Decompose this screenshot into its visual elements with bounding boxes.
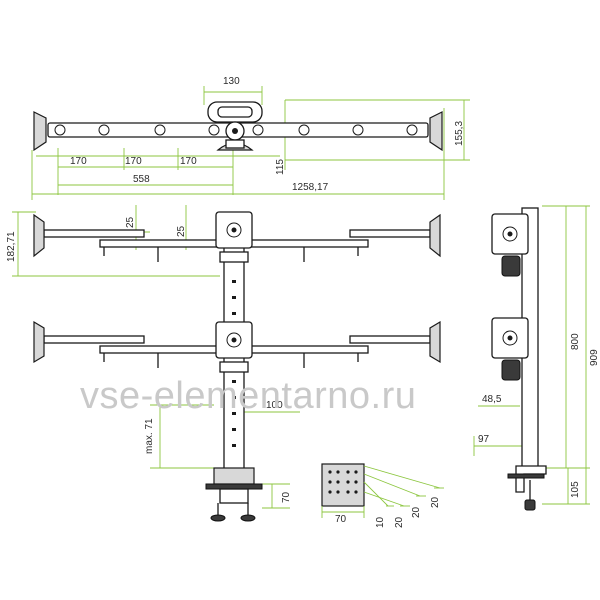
side-upper-tilt-joint — [501, 255, 521, 277]
side-lower-tilt-joint — [501, 359, 521, 381]
front-view: 182,71 25 25 100 max. 71 70 — [6, 205, 441, 522]
dim-1258-17: 1258,17 — [292, 182, 329, 193]
dim-plate-70: 70 — [335, 514, 347, 525]
upper-right-inner-arm — [247, 239, 369, 248]
lower-pole-collar — [219, 361, 249, 373]
mounting-plate-view: 70 10 20 20 20 — [321, 463, 444, 528]
dim-115: 115 — [275, 159, 286, 175]
dim-170-c: 170 — [180, 156, 197, 167]
plate-dimension-lines — [321, 465, 444, 518]
top-pole-neck — [225, 139, 245, 149]
upper-pole-collar — [219, 251, 249, 263]
top-right-vesa-plate — [429, 111, 443, 152]
clamp-lower-jaw — [219, 488, 249, 504]
mounting-plate — [321, 463, 365, 507]
side-clamp-knob — [524, 499, 536, 511]
side-clamp-body — [515, 465, 547, 493]
clamp-knob-left — [210, 514, 226, 522]
dim-25-a: 25 — [125, 216, 136, 228]
upper-right-outer-arm — [349, 229, 431, 238]
dim-558: 558 — [133, 174, 150, 185]
top-joints — [54, 124, 418, 136]
dim-25-b: 25 — [176, 225, 187, 237]
dim-182-71: 182,71 — [6, 231, 17, 262]
top-hub-slot — [217, 106, 253, 118]
dim-155-3: 155,3 — [454, 121, 465, 146]
lower-left-outer-arm — [43, 335, 145, 344]
side-clamp-desk — [507, 473, 545, 479]
front-pole-slots — [232, 280, 236, 447]
front-upper-arms — [33, 213, 441, 262]
side-dimension-lines — [473, 205, 590, 505]
upper-left-inner-arm — [99, 239, 221, 248]
dim-130: 130 — [223, 76, 240, 87]
dim-max-71: max. 71 — [144, 418, 155, 454]
dim-70-clamp: 70 — [281, 491, 292, 503]
dim-800: 800 — [570, 333, 581, 350]
dim-plate-20-c: 20 — [430, 496, 441, 508]
dim-170-b: 170 — [125, 156, 142, 167]
watermark-text: vse-elementarno.ru — [80, 375, 416, 417]
dim-plate-20-b: 20 — [411, 506, 422, 518]
dim-170-a: 170 — [70, 156, 87, 167]
top-view: 130 155,3 115 170 170 170 558 1258,17 — [31, 76, 470, 200]
upper-left-outer-arm — [43, 229, 145, 238]
dim-48-5: 48,5 — [482, 394, 502, 405]
lower-left-inner-arm — [99, 345, 221, 354]
side-view: 800 909 105 48,5 97 — [473, 205, 600, 511]
mounting-plate-holes — [328, 470, 358, 494]
upper-right-vesa-plate — [429, 213, 441, 258]
dim-100: 100 — [266, 400, 283, 411]
clamp-knob-right — [240, 514, 256, 522]
lower-right-inner-arm — [247, 345, 369, 354]
lower-right-vesa-plate — [429, 320, 441, 364]
lower-right-outer-arm — [349, 335, 431, 344]
lower-left-vesa-plate — [33, 320, 45, 364]
clamp-top-block — [213, 467, 255, 485]
dim-plate-20-a: 20 — [394, 516, 405, 528]
dim-97: 97 — [478, 434, 490, 445]
front-dimension-lines — [12, 205, 300, 509]
upper-left-vesa-plate — [33, 213, 45, 258]
dim-105: 105 — [570, 481, 581, 498]
top-left-vesa-plate — [33, 111, 47, 152]
top-dimension-lines — [31, 86, 470, 200]
dim-plate-10: 10 — [375, 516, 386, 528]
clamp-desk-plate — [205, 483, 263, 490]
dim-909: 909 — [589, 349, 600, 366]
